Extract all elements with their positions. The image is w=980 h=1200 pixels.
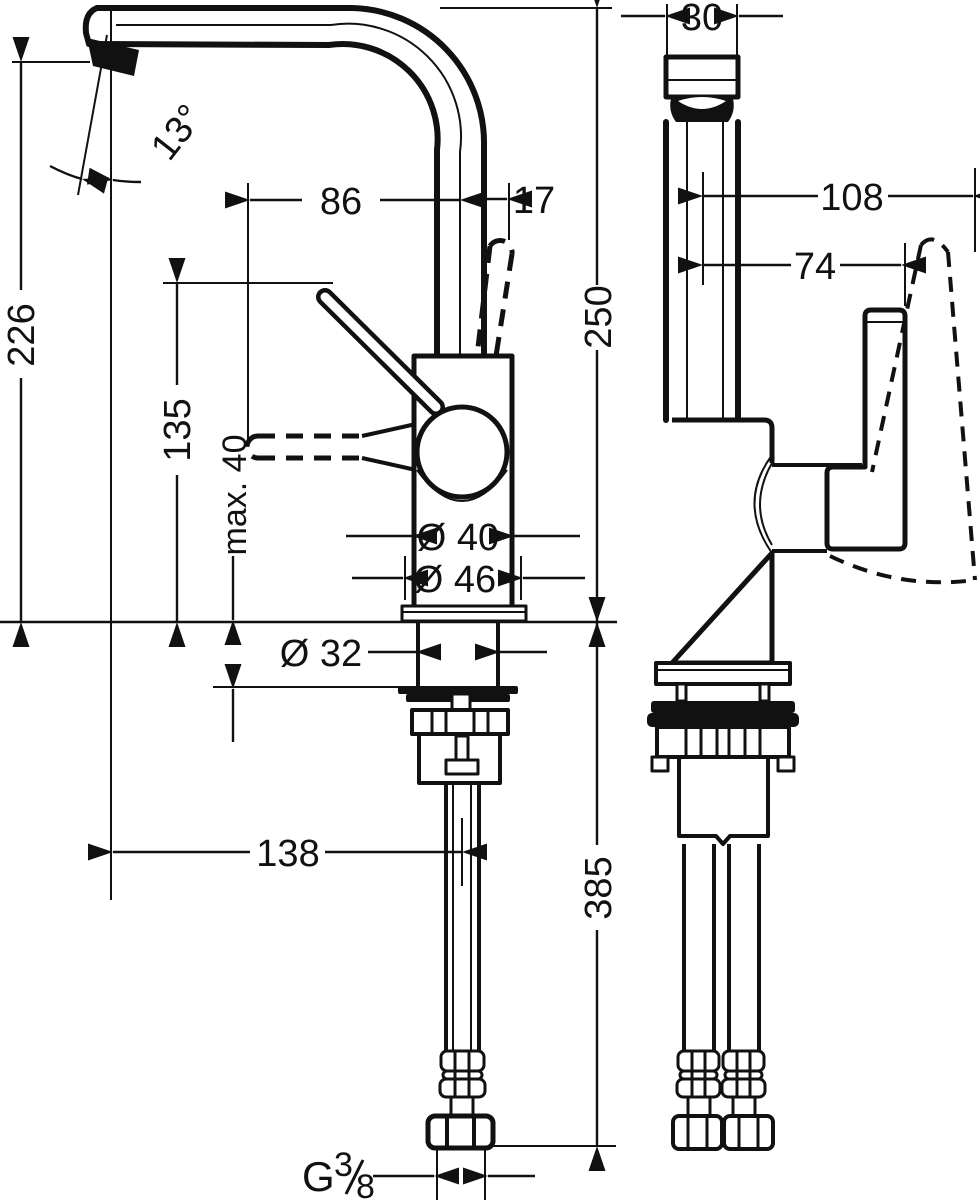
hose-crimp bbox=[438, 1049, 487, 1099]
dim-label-d32: Ø 32 bbox=[280, 633, 362, 675]
hose2-crimp bbox=[720, 1049, 767, 1099]
aerator-front bbox=[87, 38, 139, 76]
spout-outer bbox=[94, 5, 488, 359]
hose1-crimp bbox=[675, 1049, 722, 1099]
spout-bore-line bbox=[116, 22, 463, 410]
spout-inner-wall bbox=[86, 41, 441, 359]
dim-label-d46: Ø 46 bbox=[414, 559, 496, 601]
dim-label-17: 17 bbox=[513, 180, 555, 222]
housing-side bbox=[677, 755, 770, 846]
gasket-side-2 bbox=[647, 713, 799, 727]
mounting-nut-side bbox=[655, 725, 791, 759]
body-curve-outer bbox=[753, 454, 773, 554]
hose1-end-nut bbox=[671, 1114, 724, 1151]
flange-leg-right bbox=[758, 682, 771, 703]
flange-side bbox=[654, 661, 792, 686]
dim-swing-radius: 108 bbox=[678, 168, 980, 285]
dim-label-max40: max. 40 bbox=[216, 435, 254, 556]
dim-label-thread-prefix: G bbox=[302, 1153, 335, 1200]
dim-handle-offset: 74 bbox=[678, 243, 926, 306]
spout-tip-cap bbox=[82, 5, 100, 47]
handle-swing-left-edge bbox=[870, 244, 923, 473]
thread-fraction-slash bbox=[344, 1159, 365, 1195]
lever-raised-dash-1 bbox=[474, 245, 493, 357]
dim-label-74: 74 bbox=[794, 246, 836, 288]
dim-label-135: 135 bbox=[157, 398, 199, 461]
front-view bbox=[0, 5, 617, 1151]
flange-leg-left bbox=[675, 682, 688, 703]
hose2-end-nut bbox=[722, 1114, 775, 1151]
lever-socket bbox=[361, 422, 417, 472]
dim-label-108: 108 bbox=[820, 177, 883, 219]
dim-label-thread-numerator: 3 bbox=[334, 1146, 353, 1184]
dim-below-deck: 385 bbox=[488, 597, 620, 1171]
dim-body-diameter: Ø 40 bbox=[346, 517, 580, 559]
dim-label-385: 385 bbox=[578, 856, 620, 919]
dim-lever-height: 135 bbox=[157, 258, 333, 647]
lever-dashed-cap bbox=[244, 433, 259, 461]
dim-label-226: 226 bbox=[1, 303, 43, 366]
dim-lever-reach: 86 bbox=[225, 181, 485, 440]
hose-neck bbox=[449, 1095, 475, 1118]
dim-shank-diameter: Ø 32 bbox=[280, 633, 547, 675]
spout-cap-side bbox=[663, 54, 741, 100]
dim-thread: G 3 8 bbox=[302, 1146, 535, 1200]
clip-right bbox=[776, 755, 796, 773]
handle-swing-bottom bbox=[829, 554, 976, 585]
handle-swing-right-edge bbox=[946, 251, 977, 581]
ball-inner-arc bbox=[423, 477, 501, 497]
dim-max-deck: max. 40 bbox=[213, 435, 406, 742]
dim-base-diameter: Ø 46 bbox=[352, 556, 585, 601]
side-view bbox=[647, 54, 977, 1151]
dim-spout-height: 226 bbox=[1, 37, 90, 647]
handle-side bbox=[824, 307, 908, 552]
shank-tab bbox=[450, 692, 472, 712]
dim-label-86: 86 bbox=[320, 181, 362, 223]
hose-end-nut bbox=[425, 1113, 496, 1151]
lever-raised-cap bbox=[487, 238, 515, 255]
dim-label-thread-denominator: 8 bbox=[356, 1168, 375, 1200]
dim-label-138: 138 bbox=[256, 833, 319, 875]
body-curve-inner bbox=[759, 462, 773, 546]
gasket-1 bbox=[398, 686, 518, 694]
dim-label-13deg: 13° bbox=[143, 97, 211, 168]
dim-label-250: 250 bbox=[578, 285, 620, 348]
body-side bbox=[669, 417, 775, 666]
mounting-nut bbox=[410, 708, 510, 736]
dim-label-30: 30 bbox=[681, 0, 723, 39]
gasket-side-1 bbox=[651, 701, 795, 713]
ball-outer-arc bbox=[416, 469, 508, 502]
housing-foot bbox=[444, 758, 480, 776]
lever-raised-dash-2 bbox=[493, 253, 515, 357]
dim-spout-reach: 138 bbox=[88, 818, 487, 886]
lever-fill bbox=[320, 292, 441, 412]
hose2-neck bbox=[731, 1095, 757, 1118]
handle-swing-cap bbox=[919, 237, 950, 254]
dim-lever-tilt: 17 bbox=[470, 180, 555, 240]
hose1-neck bbox=[686, 1095, 712, 1118]
dim-label-d40: Ø 40 bbox=[417, 517, 499, 559]
dim-height-above-deck: 250 bbox=[440, 0, 620, 647]
clip-left bbox=[650, 755, 670, 773]
aerator-lens bbox=[678, 97, 726, 109]
housing-stem bbox=[454, 734, 470, 762]
base-flange bbox=[400, 604, 528, 623]
dim-top-width: 30 bbox=[621, 0, 783, 56]
